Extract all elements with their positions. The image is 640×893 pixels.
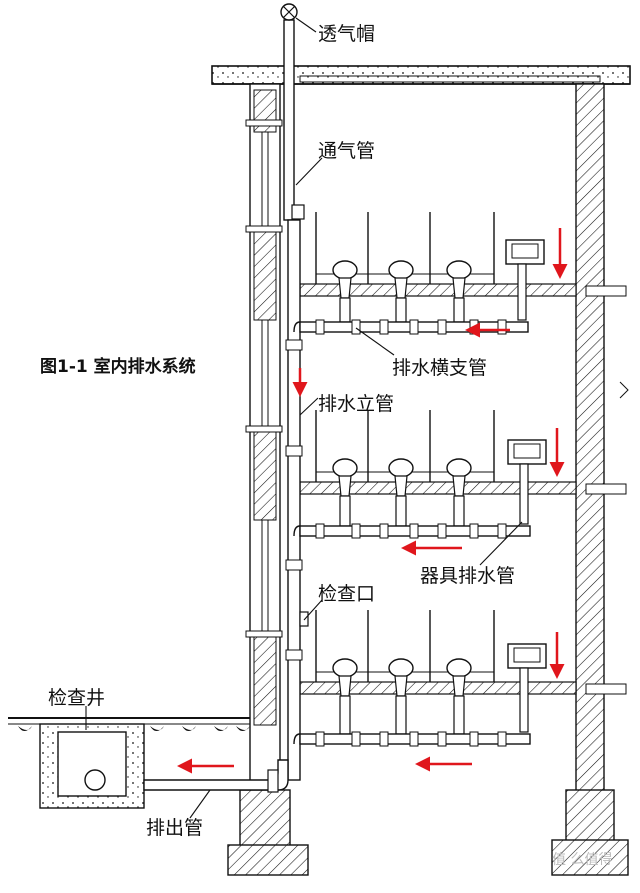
watermark: 值 么值得	[552, 851, 612, 868]
label-vertical-stack: 排水立管	[318, 393, 394, 415]
fixture-drain-pipe	[453, 297, 465, 323]
toilet-trap	[394, 675, 408, 697]
fixture-drain-pipe	[395, 695, 407, 735]
soil-mark	[236, 726, 250, 731]
toilet-fixture-icon	[388, 260, 414, 280]
toilet-fixture-icon	[332, 658, 358, 678]
toilet-trap	[452, 475, 466, 497]
fixture-floors	[293, 212, 547, 747]
flow-arrows	[177, 228, 568, 774]
toilet-fixture-icon	[446, 260, 472, 280]
fixture-drain-pipe	[339, 695, 351, 735]
pipe-joint	[379, 523, 389, 539]
pipe-joint	[437, 523, 447, 539]
toilet-trap	[338, 277, 352, 299]
pipe-joint	[497, 731, 507, 747]
floor-level-3	[293, 610, 547, 747]
fixture-drain-pipe	[453, 495, 465, 527]
drainage-stack	[143, 219, 309, 793]
toilet-fixture-icon	[388, 658, 414, 678]
fixture-drain-pipe	[453, 695, 465, 735]
pipe-joint	[469, 319, 479, 335]
pipe-joint	[379, 319, 389, 335]
toilet-trap	[338, 675, 352, 697]
pipe-joint	[469, 523, 479, 539]
footings	[227, 789, 629, 876]
sink-basin	[511, 243, 539, 259]
pipe-joint	[351, 319, 361, 335]
pipe-joint	[315, 319, 325, 335]
floor-level-2	[293, 410, 547, 539]
soil-mark	[150, 726, 164, 731]
pipe-joint	[379, 731, 389, 747]
fixture-drain-pipe	[395, 495, 407, 527]
stack-elbow	[293, 321, 301, 333]
pipe-joint	[409, 523, 419, 539]
toilet-trap	[452, 277, 466, 299]
toilet-fixture-icon	[446, 458, 472, 478]
sink-drain-pipe	[519, 463, 529, 525]
cleanout-port	[299, 611, 309, 627]
inspection-well	[39, 723, 145, 809]
pipe-joint	[351, 523, 361, 539]
pipe-joint	[315, 731, 325, 747]
soil-mark	[182, 726, 196, 731]
pipe-joint	[409, 731, 419, 747]
toilet-trap	[452, 675, 466, 697]
toilet-trap	[394, 277, 408, 299]
pipe-joint	[437, 731, 447, 747]
stack-elbow	[293, 733, 301, 745]
soil-mark	[214, 726, 228, 731]
right-column	[575, 83, 629, 815]
sink-basin	[513, 647, 541, 663]
stack-elbow	[293, 525, 301, 537]
toilet-trap	[338, 475, 352, 497]
pipe-joint	[469, 731, 479, 747]
toilet-fixture-icon	[332, 260, 358, 280]
label-fixture-drain: 器具排水管	[420, 565, 515, 587]
sink-drain-pipe	[519, 667, 529, 733]
leader-lines	[85, 17, 523, 819]
pipe-joint	[409, 319, 419, 335]
fixture-drain-pipe	[339, 495, 351, 527]
toilet-fixture-icon	[332, 458, 358, 478]
roof-slab	[211, 65, 631, 85]
toilet-fixture-icon	[446, 658, 472, 678]
pipe-joint	[497, 523, 507, 539]
label-horizontal-branch: 排水横支管	[392, 357, 487, 379]
pipe-joint	[497, 319, 507, 335]
diagram-title: 图1-1 室内排水系统	[40, 356, 196, 377]
pipe-joint	[437, 319, 447, 335]
left-wall	[245, 83, 283, 845]
label-vent-cap: 透气帽	[318, 23, 375, 45]
sink-drain-pipe	[517, 263, 527, 321]
toilet-trap	[394, 475, 408, 497]
toilet-fixture-icon	[388, 458, 414, 478]
pipe-joint	[315, 523, 325, 539]
floor-level-1	[293, 212, 545, 335]
label-cleanout: 检查口	[318, 583, 375, 605]
pipe-joint	[351, 731, 361, 747]
fixture-drain-pipe	[339, 297, 351, 323]
label-inspection-well: 检查井	[48, 687, 105, 709]
soil-mark	[18, 726, 32, 731]
label-vent-pipe: 通气管	[318, 140, 375, 162]
sink-basin	[513, 443, 541, 459]
label-outlet-pipe: 排出管	[146, 817, 203, 839]
fixture-drain-pipe	[395, 297, 407, 323]
vent-pipe	[280, 3, 305, 221]
